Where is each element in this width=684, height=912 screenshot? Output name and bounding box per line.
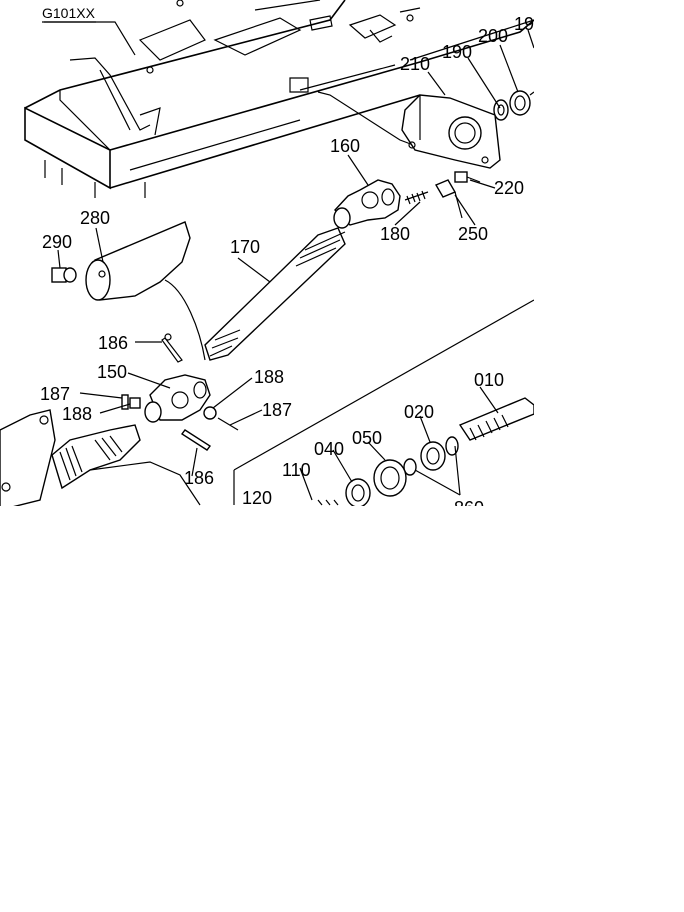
inset-box (233, 299, 535, 505)
label-290: 290 (42, 232, 72, 252)
shaft-010 (458, 397, 535, 441)
label-120: 120 (242, 488, 272, 508)
frame-leader-right (409, 19, 535, 61)
label-187-right: 187 (262, 400, 292, 420)
bolt-180 (404, 190, 429, 205)
spring-110 (317, 499, 339, 506)
seal-050 (373, 459, 407, 497)
leader-lines (44, 21, 535, 501)
bearing-200 (509, 90, 531, 116)
u-joint-160 (333, 179, 401, 229)
pin-186-upper (161, 333, 183, 363)
label-200: 200 (478, 26, 508, 46)
blank-area (0, 506, 684, 912)
label-19x: 19 (514, 14, 534, 34)
label-190: 190 (442, 42, 472, 62)
part-labels: G101XX 210 190 200 19 160 220 180 250 17… (40, 5, 534, 518)
label-220: 220 (494, 178, 524, 198)
bolt-220 (454, 171, 481, 183)
label-187-left: 187 (40, 384, 70, 404)
ring-050-small (403, 458, 417, 476)
label-188-right: 188 (254, 367, 284, 387)
label-040: 040 (314, 439, 344, 459)
label-280: 280 (80, 208, 110, 228)
pin-186-lower (180, 429, 212, 451)
chassis-frame (24, 0, 535, 198)
spring-187-right (217, 417, 239, 431)
label-170: 170 (230, 237, 260, 257)
nut-188-right (203, 406, 217, 420)
label-010: 010 (474, 370, 504, 390)
ref-code-label: G101XX (42, 5, 96, 21)
blank-right (534, 0, 684, 506)
label-186-lower: 186 (184, 468, 214, 488)
nut-290 (51, 267, 77, 283)
label-188-left: 188 (62, 404, 92, 424)
label-160: 160 (330, 136, 360, 156)
spring-187-left (121, 394, 129, 410)
label-050: 050 (352, 428, 382, 448)
nut-188-left (129, 397, 141, 409)
bracket-210 (401, 94, 501, 169)
label-250: 250 (458, 224, 488, 244)
label-186-upper: 186 (98, 333, 128, 353)
bearing-020 (420, 441, 446, 471)
label-180: 180 (380, 224, 410, 244)
cover-280 (85, 221, 206, 361)
label-210: 210 (400, 54, 430, 74)
gearbox (0, 409, 201, 511)
washer-040 (345, 478, 371, 508)
label-110: 110 (282, 460, 311, 480)
label-150: 150 (97, 362, 127, 382)
shaft-170 (204, 227, 346, 361)
label-020: 020 (404, 402, 434, 422)
